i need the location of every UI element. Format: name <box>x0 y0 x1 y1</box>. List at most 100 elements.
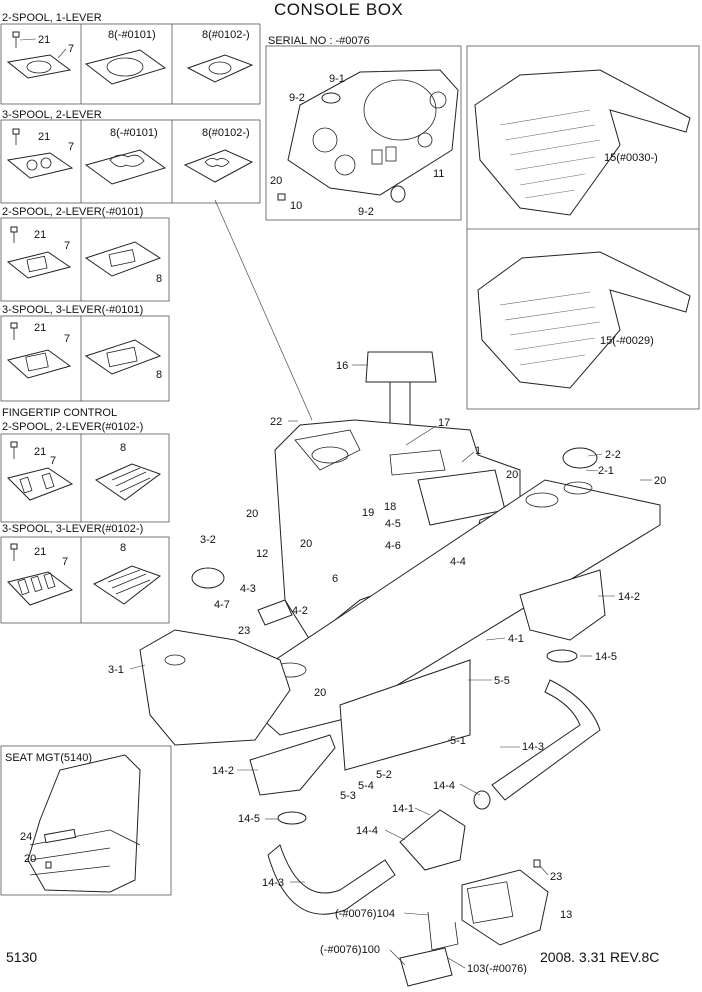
plate-7 <box>6 349 72 379</box>
label-12: 12 <box>256 548 268 560</box>
label-21: 21 <box>38 131 50 143</box>
section-box-1 <box>0 23 261 105</box>
section-title-5a: FINGERTIP CONTROL <box>2 407 117 419</box>
label-21: 21 <box>34 546 46 558</box>
cover-8-early <box>84 49 167 85</box>
cap-9-2b <box>390 185 406 203</box>
armrest-3-1 <box>139 629 291 746</box>
label-14-4: 14-4 <box>356 825 378 837</box>
label-1: 1 <box>475 445 481 457</box>
section-title-5b: 2-SPOOL, 2-LEVER(#0102-) <box>2 421 143 433</box>
elbow-14-1 <box>399 809 466 871</box>
label-14-5: 14-5 <box>238 813 260 825</box>
label-9-2c: 9-2 <box>358 206 374 218</box>
vent-13 <box>461 869 549 946</box>
plate-7 <box>6 152 74 179</box>
label-5-3: 5-3 <box>340 790 356 802</box>
floor-mat-15-late <box>474 69 691 216</box>
clamp-14-5b <box>546 649 578 663</box>
label-15-late: 15(#0030-) <box>604 152 658 164</box>
label-8-late: 8(#0102-) <box>202 29 250 41</box>
section-title-3: 2-SPOOL, 2-LEVER(-#0101) <box>2 206 143 218</box>
page-number: 5130 <box>6 949 37 965</box>
cap-9-2 <box>321 92 341 104</box>
label-5-2: 5-2 <box>376 769 392 781</box>
label-23: 23 <box>238 625 250 637</box>
rail-4-1 <box>229 479 661 736</box>
label-20: 20 <box>246 508 258 520</box>
label-14-3: 14-3 <box>262 877 284 889</box>
label-6: 6 <box>332 573 338 585</box>
label-8: 8 <box>156 369 162 381</box>
section-box-4 <box>0 315 170 402</box>
label-3-2: 3-2 <box>200 534 216 546</box>
cover-8 <box>94 463 162 501</box>
plate-7 <box>7 467 74 501</box>
section-box-5 <box>0 433 170 523</box>
leader-lines <box>129 364 652 969</box>
label-8-early: 8(-#0101) <box>108 29 156 41</box>
label-21: 21 <box>34 446 46 458</box>
main-labels: 16 22 17 1 20 2-1 2-2 20 18 19 20 4-5 12… <box>108 360 666 975</box>
label-8: 8 <box>156 273 162 285</box>
section-box-2 <box>0 119 261 204</box>
label-14-3: 14-3 <box>522 741 544 753</box>
label-13: 13 <box>560 909 572 921</box>
floor-mat-inset: 15(#0030-) 15(-#0029) <box>466 45 700 410</box>
label-7: 7 <box>62 556 68 568</box>
label-7: 7 <box>68 43 74 55</box>
section-title-4: 3-SPOOL, 3-LEVER(-#0101) <box>2 304 143 316</box>
label-19: 19 <box>362 507 374 519</box>
section-title-1: 2-SPOOL, 1-LEVER <box>2 12 102 24</box>
cup-holder-14-2a <box>249 734 336 796</box>
seat-box <box>0 745 172 896</box>
label-8-late: 8(#0102-) <box>202 127 250 139</box>
label-2-1: 2-1 <box>598 465 614 477</box>
label-20: 20 <box>24 853 36 865</box>
ring-2-2 <box>562 447 598 469</box>
serial-box <box>265 45 462 221</box>
plate-7 <box>7 571 74 606</box>
cover-8-early <box>84 149 167 185</box>
hose-14-3a <box>267 844 396 915</box>
label-7: 7 <box>64 240 70 252</box>
cover-8 <box>92 565 162 605</box>
label-4-1: 4-1 <box>508 633 524 645</box>
clamp-14-4 <box>473 790 491 810</box>
label-8: 8 <box>120 442 126 454</box>
label-24: 24 <box>20 831 32 843</box>
section-box-3 <box>0 217 170 302</box>
section-title-6: 3-SPOOL, 3-LEVER(#0102-) <box>2 523 143 535</box>
label-9-1: 9-1 <box>329 73 345 85</box>
clamp-14-5a <box>277 811 307 825</box>
label-3-1: 3-1 <box>108 664 124 676</box>
serial-inset: SERIAL NO : -#0076 9-1 9-2 11 20 10 9-2 <box>265 35 462 221</box>
label-5-4: 5-4 <box>358 780 374 792</box>
label-4-5: 4-5 <box>385 518 401 530</box>
label-22: 22 <box>270 416 282 428</box>
label-20: 20 <box>654 475 666 487</box>
label-4-6: 4-6 <box>385 540 401 552</box>
label-18: 18 <box>384 501 396 513</box>
plate-7 <box>6 251 72 279</box>
label-14-2: 14-2 <box>212 765 234 777</box>
label-4-3: 4-3 <box>240 583 256 595</box>
label-14-1: 14-1 <box>392 803 414 815</box>
cover-8-late <box>186 54 254 83</box>
hose-14-3b <box>491 679 601 801</box>
label-21: 21 <box>34 322 46 334</box>
config-panel: 2-SPOOL, 1-LEVER 21 7 8(-#0101) 8(#0102-… <box>0 12 261 624</box>
plate-7 <box>6 54 72 79</box>
cup-holder-14-2b <box>519 569 606 641</box>
label-23: 23 <box>550 871 562 883</box>
label-7: 7 <box>68 141 74 153</box>
floor-mat-15-early <box>477 251 691 389</box>
label-104: (-#0076)104 <box>335 908 395 920</box>
label-11: 11 <box>433 168 444 180</box>
label-2-2: 2-2 <box>605 449 621 461</box>
seat <box>27 754 141 893</box>
label-8: 8 <box>120 542 126 554</box>
mat-box <box>466 45 700 410</box>
label-21: 21 <box>34 229 46 241</box>
serial-label: SERIAL NO : -#0076 <box>268 35 370 47</box>
